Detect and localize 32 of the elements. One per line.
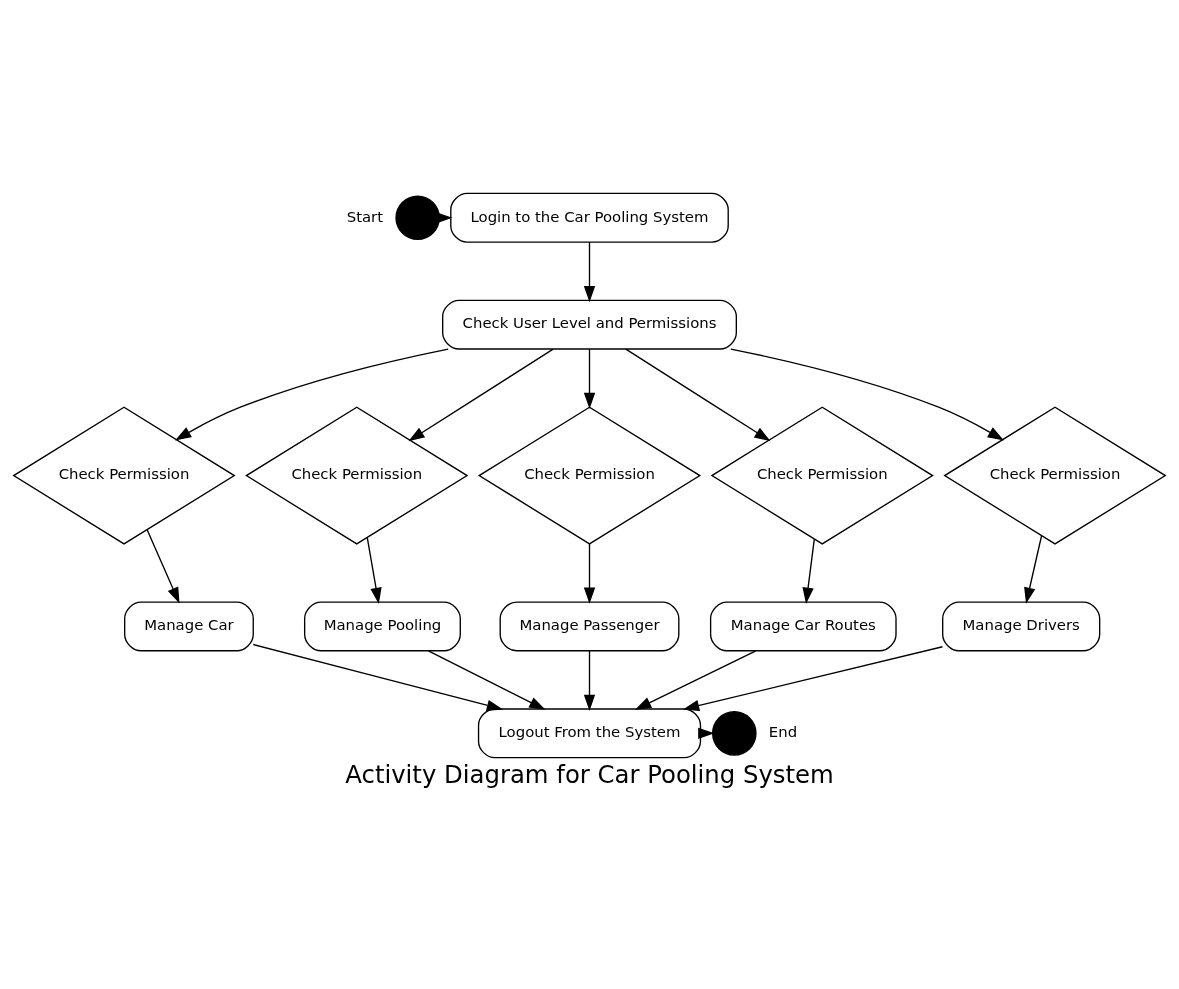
arrow bbox=[683, 646, 944, 712]
arrow bbox=[1024, 535, 1043, 604]
node-diamond: Check Permission bbox=[477, 406, 702, 545]
node-box: Manage Drivers bbox=[942, 601, 1101, 652]
diagram-title: Activity Diagram for Car Pooling System bbox=[345, 759, 834, 789]
node-label: Start bbox=[346, 207, 384, 226]
arrow bbox=[583, 650, 596, 711]
arrow bbox=[252, 643, 504, 711]
arrow bbox=[634, 650, 757, 710]
node-box: Manage Pooling bbox=[304, 601, 461, 652]
node-label: End bbox=[768, 723, 798, 742]
node-box: Manage Passenger bbox=[499, 601, 680, 652]
node-diamond: Check Permission bbox=[245, 406, 469, 545]
node-box: Check User Level and Permissions bbox=[442, 299, 737, 350]
arrow bbox=[408, 348, 554, 442]
arrow bbox=[625, 348, 771, 442]
arrow bbox=[583, 348, 596, 410]
arrow bbox=[583, 543, 596, 604]
node-box: Manage Car bbox=[124, 601, 254, 652]
node-box: Manage Car Routes bbox=[709, 601, 897, 652]
arrow bbox=[175, 348, 449, 441]
node-circle bbox=[711, 711, 757, 756]
arrow bbox=[802, 538, 815, 604]
arrow bbox=[146, 529, 180, 604]
arrow bbox=[730, 348, 1004, 441]
arrow bbox=[583, 241, 596, 303]
arrow bbox=[366, 536, 382, 604]
node-box: Login to the Car Pooling System bbox=[450, 192, 729, 243]
node-diamond: Check Permission bbox=[12, 406, 236, 545]
node-diamond: Check Permission bbox=[710, 406, 934, 545]
arrow bbox=[427, 650, 546, 710]
node-diamond: Check Permission bbox=[943, 406, 1167, 545]
